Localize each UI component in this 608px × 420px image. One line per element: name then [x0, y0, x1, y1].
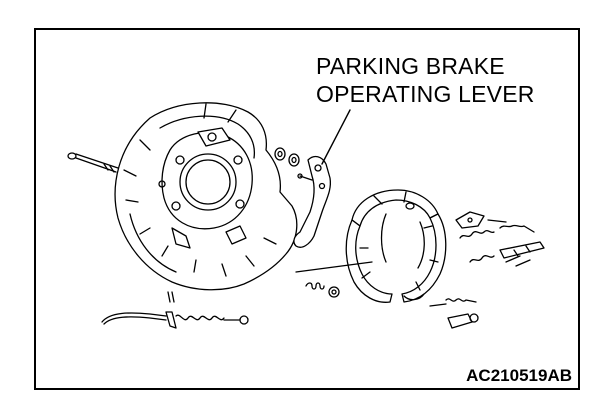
lever-washers	[274, 147, 300, 167]
adjuster-parts	[429, 211, 545, 329]
parking-brake-lever	[293, 155, 332, 248]
mounting-bolt	[67, 152, 119, 173]
backing-plate	[114, 102, 298, 291]
callout-leader	[321, 109, 351, 165]
callout-line-1: PARKING BRAKE	[316, 53, 505, 79]
parking-brake-cable	[101, 291, 249, 329]
parking-brake-lever-callout: PARKING BRAKE OPERATING LEVER	[316, 52, 535, 108]
brake-shoes	[345, 189, 447, 303]
shoe-hold-down-parts	[295, 261, 373, 298]
callout-line-2: OPERATING LEVER	[316, 81, 535, 107]
figure-code: AC210519AB	[466, 366, 572, 385]
